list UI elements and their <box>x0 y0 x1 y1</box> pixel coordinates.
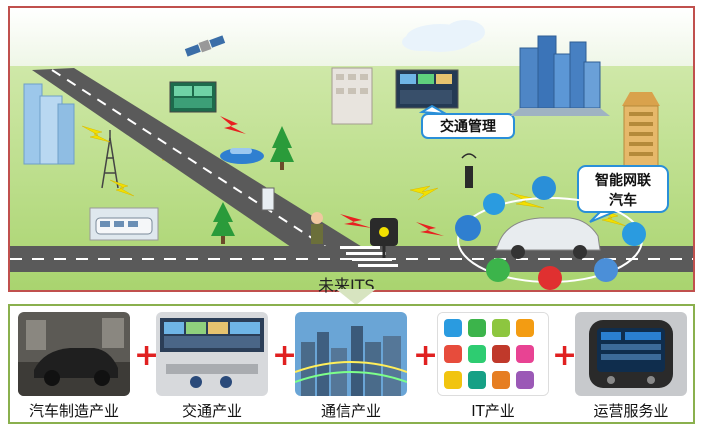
white-sedan-icon <box>495 217 601 259</box>
blue-car-icon <box>220 148 264 164</box>
car-factory-photo <box>18 312 130 396</box>
traffic-control-photo <box>395 69 459 109</box>
arrow-down-icon <box>336 289 376 305</box>
plus-icon: + <box>552 338 578 373</box>
telecom-city-photo <box>295 312 407 396</box>
industry-label: 通信产业 <box>320 402 381 420</box>
crosswalk <box>340 246 398 267</box>
satellite-icon <box>184 35 226 57</box>
traffic-management-label: 交通管理 <box>440 118 496 135</box>
plus-icon: + <box>413 338 439 373</box>
cloud-icon <box>402 20 485 52</box>
app-icons-grid <box>437 312 549 396</box>
shopping-icon <box>538 266 562 290</box>
connected-car-label-line2: 汽车 <box>609 192 637 209</box>
upload-icon <box>483 193 505 215</box>
office-building-middle <box>331 67 373 125</box>
its-scene-panel: 交通管理 智能网联 <box>8 6 695 292</box>
kiosk-icon <box>261 187 275 211</box>
industry-car-manufacturing: 汽车制造产业 <box>18 312 130 421</box>
tree-icon <box>211 202 235 244</box>
its-scene-illustration: 交通管理 智能网联 <box>10 8 693 290</box>
industry-label: 运营服务业 <box>593 402 669 420</box>
plus-icon: + <box>134 338 160 373</box>
industry-label: IT产业 <box>471 402 515 420</box>
industry-transportation: 交通产业 <box>156 312 268 421</box>
office-buildings-left <box>23 83 75 165</box>
industry-it: IT产业 <box>437 312 549 421</box>
diagonal-road <box>32 68 380 261</box>
industry-label: 汽车制造产业 <box>28 402 119 420</box>
pedestrian-icon <box>311 212 323 244</box>
industry-telecom: 通信产业 <box>295 312 407 421</box>
connected-car-callout: 智能网联 汽车 <box>577 165 669 223</box>
cell-tower-icon <box>101 130 119 189</box>
service-icons <box>455 176 646 290</box>
bus-station-photo <box>89 207 159 241</box>
tree-icon <box>270 126 294 170</box>
refresh-icon <box>622 222 646 246</box>
car-infotainment-photo <box>575 312 687 396</box>
traffic-control-room-photo <box>156 312 268 396</box>
search-icon <box>594 258 618 282</box>
traffic-management-callout: 交通管理 <box>418 104 515 139</box>
globe-icon <box>455 215 481 241</box>
antenna-icon <box>461 153 477 188</box>
car-service-icon <box>532 176 556 200</box>
monitoring-screen-photo <box>169 81 217 113</box>
phone-icon <box>486 258 510 282</box>
traffic-light-icon <box>370 218 398 258</box>
plus-icon: + <box>272 338 298 373</box>
industry-operation-services: 运营服务业 <box>575 312 687 421</box>
connected-car-label-line1: 智能网联 <box>594 172 652 189</box>
skyscrapers-icon <box>510 35 610 116</box>
industry-label: 交通产业 <box>181 402 242 420</box>
